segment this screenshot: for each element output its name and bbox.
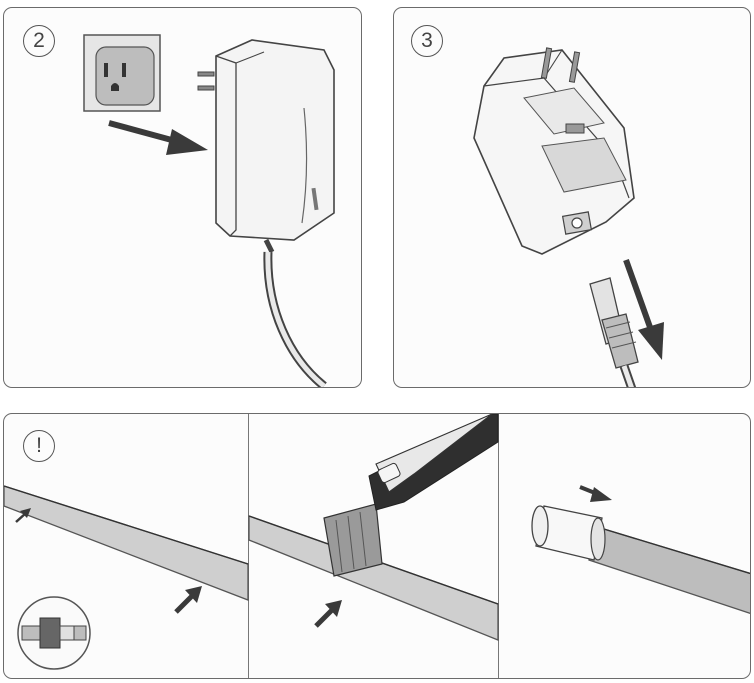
panel-divider <box>498 414 499 678</box>
step-badge-2: 2 <box>23 25 55 57</box>
insert-direction-arrow-icon <box>623 258 664 360</box>
step-badge-3: 3 <box>411 25 443 57</box>
plug-in-adapter-illustration <box>83 34 335 387</box>
cut-mark-arrow-icon <box>15 508 31 523</box>
panel-step-2: 2 <box>3 7 362 388</box>
slide-direction-arrow-icon <box>579 485 612 502</box>
cut-mark-arrow-icon <box>174 586 202 614</box>
end-cap-illustration <box>531 485 750 615</box>
strip-cut-mark-illustration <box>4 485 249 670</box>
caution-badge: ! <box>23 430 55 462</box>
panel-divider <box>248 414 249 678</box>
strip-cutting-illustration <box>4 414 750 670</box>
blade-cutting-illustration <box>248 414 499 641</box>
dc-plug-icon <box>589 277 639 387</box>
panel-cut-strip: ! <box>3 413 751 679</box>
wall-outlet-icon <box>83 34 161 112</box>
power-adapter-icon <box>473 47 635 255</box>
utility-knife-icon <box>323 414 499 577</box>
power-adapter-icon <box>197 39 335 387</box>
insert-direction-arrow-icon <box>108 120 208 155</box>
connect-dc-plug-illustration <box>473 47 664 387</box>
magnified-detail-icon <box>17 596 91 670</box>
end-cap-icon <box>531 505 606 561</box>
cut-direction-arrow-icon <box>314 600 342 628</box>
panel-step-3: 3 <box>393 7 751 388</box>
